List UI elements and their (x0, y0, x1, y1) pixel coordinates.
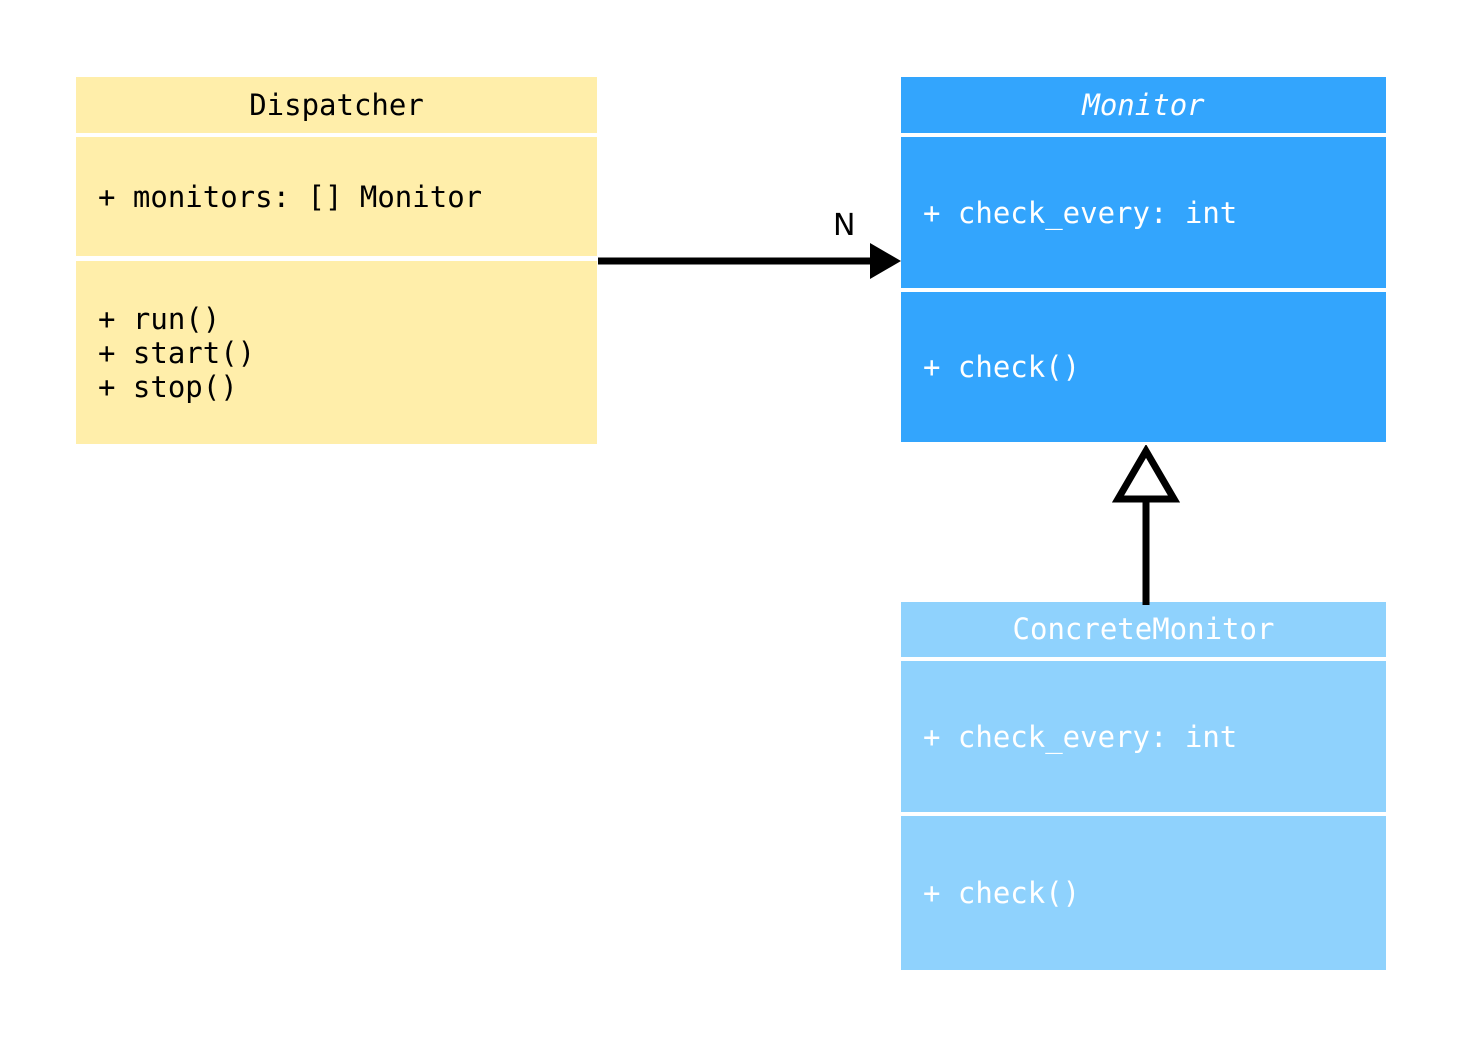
class-attributes-dispatcher: + monitors: [] Monitor (76, 137, 597, 256)
class-methods-dispatcher: + run() + start() + stop() (76, 261, 597, 444)
method-row: + start() (98, 335, 256, 370)
method-row: + run() (98, 301, 221, 336)
class-attributes-monitor: + check_every: int (901, 137, 1386, 288)
class-methods-concrete-monitor: + check() (901, 816, 1386, 970)
method-row: + check() (923, 876, 1081, 910)
association-edge-dispatcher-monitor (598, 243, 901, 279)
generalization-edge-concrete-monitor-monitor (1111, 445, 1181, 605)
class-name-label: ConcreteMonitor (1012, 612, 1275, 647)
attribute-row: + check_every: int (923, 719, 1238, 754)
attribute-row: + monitors: [] Monitor (98, 179, 483, 214)
class-box-dispatcher[interactable]: Dispatcher + monitors: [] Monitor + run(… (76, 77, 597, 444)
association-arrowhead (870, 243, 901, 279)
class-methods-monitor: + check() (901, 292, 1386, 442)
class-name-label: Dispatcher (249, 87, 424, 122)
association-multiplicity-label: N (833, 208, 856, 243)
class-box-monitor[interactable]: Monitor + check_every: int + check() (901, 77, 1386, 442)
class-title-concrete-monitor: ConcreteMonitor (901, 602, 1386, 657)
generalization-hollow-triangle (1111, 445, 1181, 503)
class-attributes-concrete-monitor: + check_every: int (901, 661, 1386, 812)
attribute-row: + check_every: int (923, 195, 1238, 230)
class-name-label: Monitor (1082, 87, 1205, 122)
class-title-dispatcher: Dispatcher (76, 77, 597, 133)
method-row: + check() (923, 350, 1081, 384)
class-title-monitor: Monitor (901, 77, 1386, 133)
method-row: + stop() (98, 369, 238, 404)
class-box-concrete-monitor[interactable]: ConcreteMonitor + check_every: int + che… (901, 602, 1386, 970)
